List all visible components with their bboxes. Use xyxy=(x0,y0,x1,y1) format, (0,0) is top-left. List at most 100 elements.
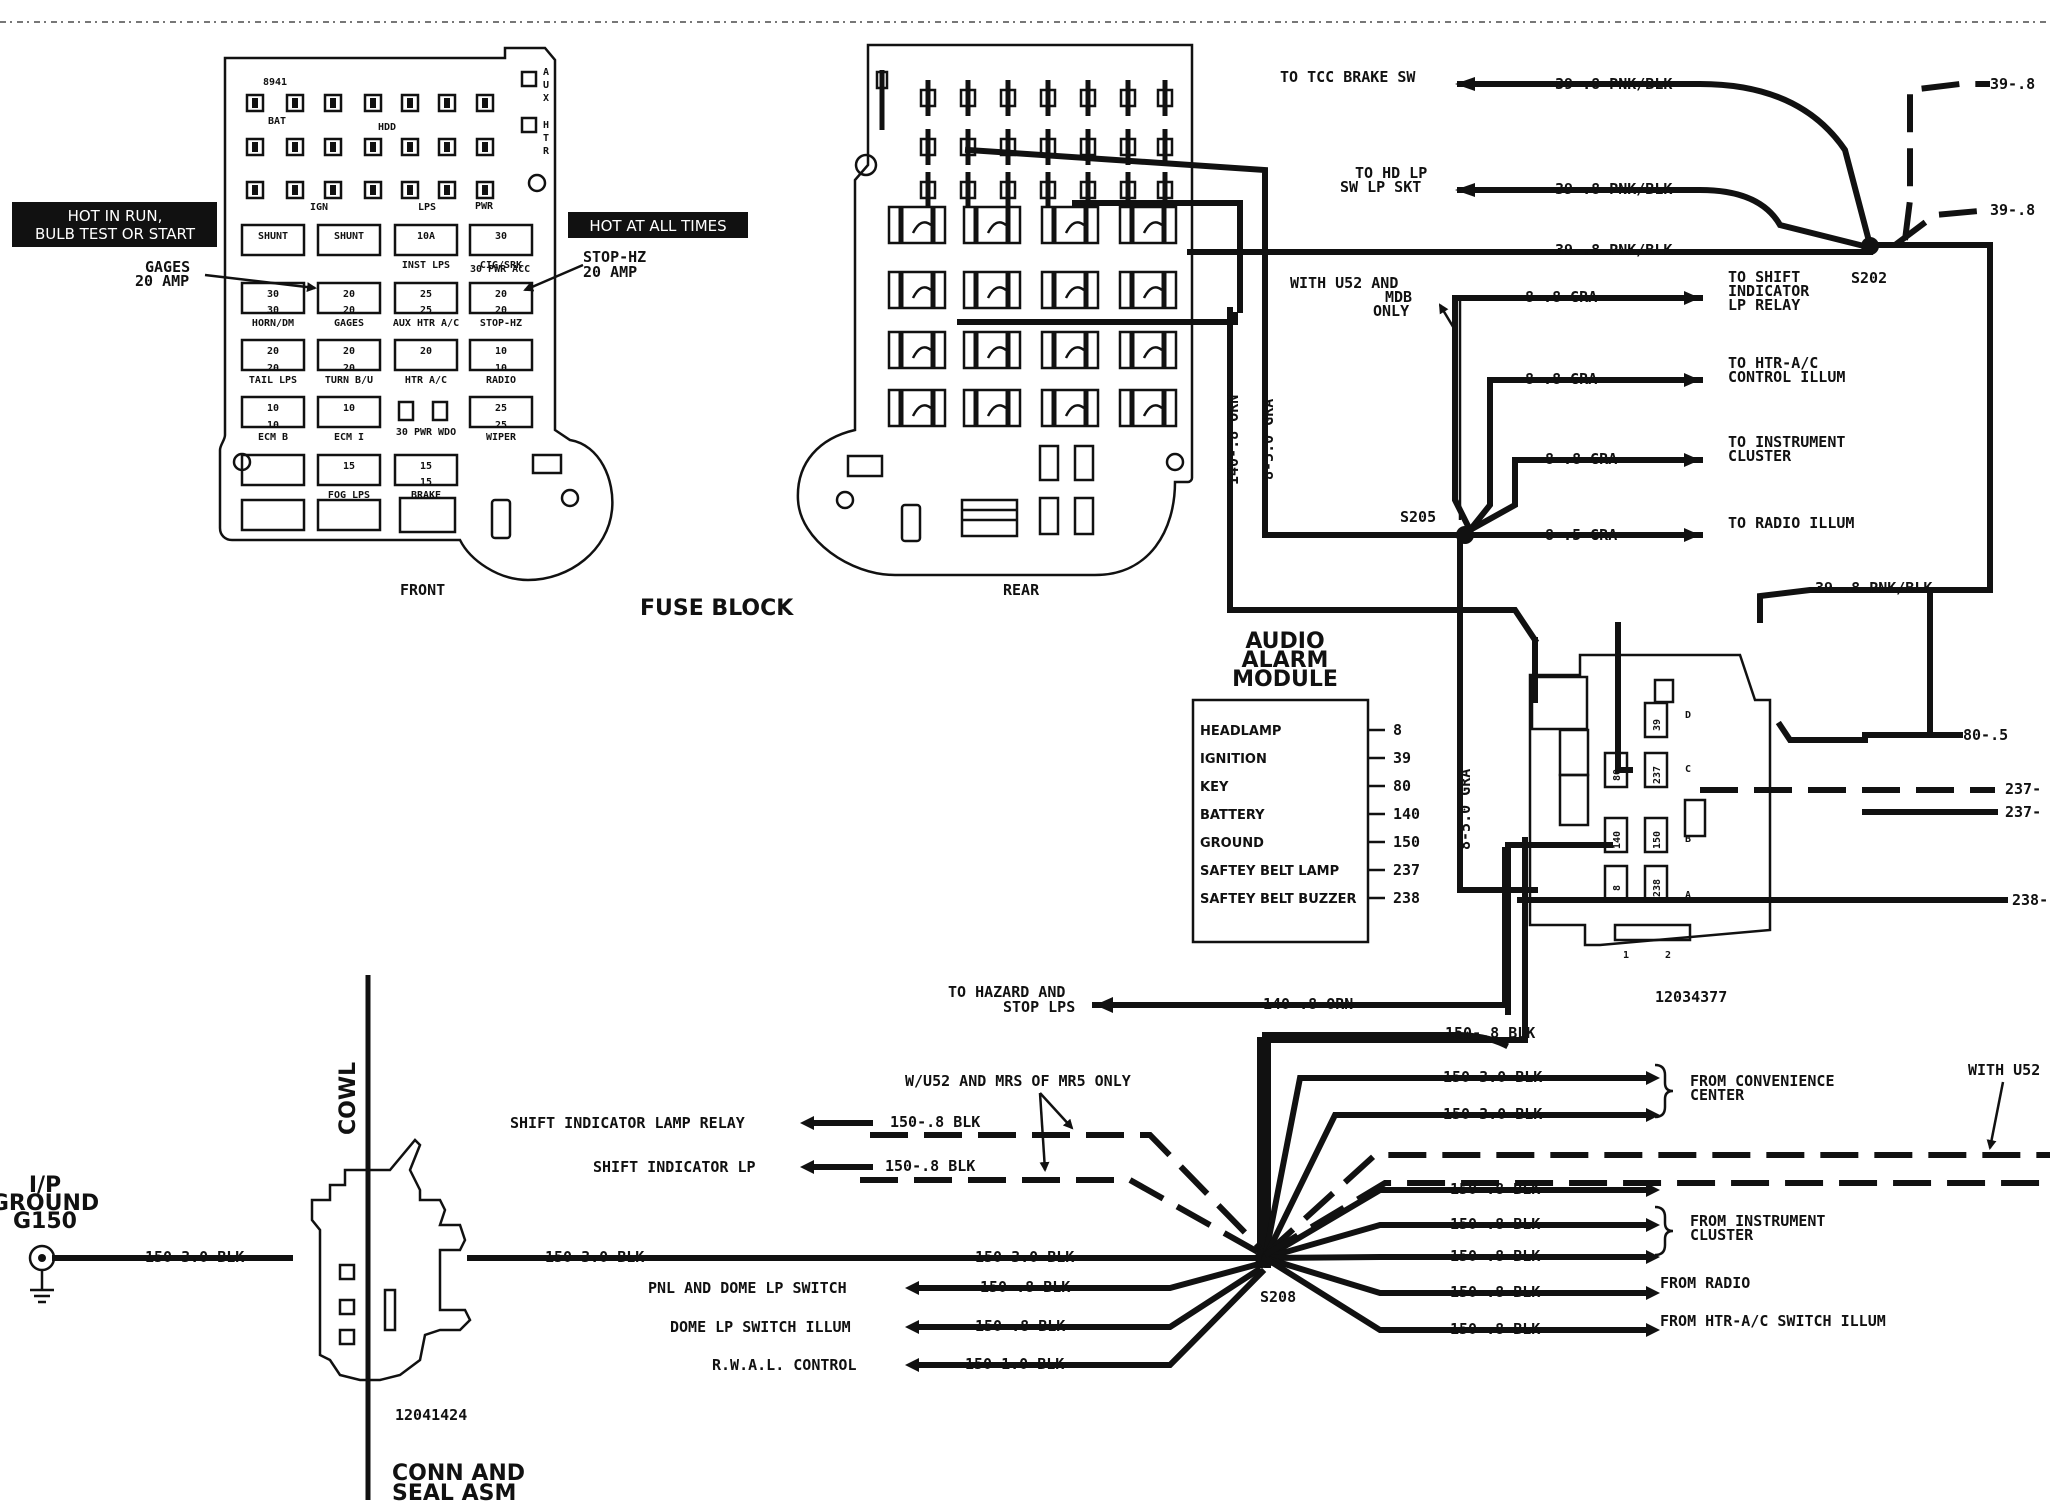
tcc-wire-label: 39-.8 PNK/BLK xyxy=(1555,75,1672,93)
side-label: X xyxy=(543,93,549,104)
ground-right-wire xyxy=(1260,1253,1648,1333)
terminal-pin xyxy=(292,185,298,195)
rear-cavity-link xyxy=(986,221,1007,234)
alarm-pin-name: SAFTEY BELT LAMP xyxy=(1200,864,1339,879)
terminal-square xyxy=(437,137,457,157)
alarm-pin-name: GROUND xyxy=(1200,836,1264,851)
fuse-side-labels: A U X H T R xyxy=(543,67,550,157)
rear-fuse-cavity xyxy=(962,388,1022,428)
hot-in-run-line1: HOT IN RUN, xyxy=(68,207,163,225)
ground-source-arrow xyxy=(905,1358,919,1372)
alarm-pin-name: SAFTEY BELT BUZZER xyxy=(1200,892,1357,907)
fuse-sublabel: 30 PWR ACC xyxy=(470,264,530,275)
rear-cavity-link xyxy=(1064,346,1085,359)
gages-callout-line1: GAGES xyxy=(145,258,190,276)
ground-title-1: I/P xyxy=(29,1173,61,1198)
gra-wire-2: 8-.8 GRA xyxy=(1525,370,1597,388)
with-u52-line1: WITH U52 AND xyxy=(1290,274,1398,292)
ground-right-arrow xyxy=(1646,1183,1660,1197)
fuse-name: WIPER xyxy=(486,432,517,443)
fuse-name: GAGES xyxy=(334,318,364,329)
ground-source-label: PNL AND DOME LP SWITCH xyxy=(648,1279,847,1297)
gra-wire-3: 8-.8 GRA xyxy=(1545,450,1617,468)
terminal-square xyxy=(475,137,495,157)
relay-pad xyxy=(431,400,449,422)
terminal-pin xyxy=(330,142,336,152)
connector-cavity-label: 39 xyxy=(1652,719,1663,731)
ground-right-arrow xyxy=(1646,1323,1660,1337)
fuse-name: FOG LPS xyxy=(328,490,370,501)
hazard-wire-label: 140-.8 ORN xyxy=(1263,995,1353,1013)
ground-source-wire-label: 150-.8 BLK xyxy=(885,1157,975,1175)
fuse-top-label: HDD xyxy=(378,122,396,133)
with-u52-line2: MDB xyxy=(1385,288,1412,306)
alarm-title-1: AUDIO xyxy=(1245,629,1324,654)
fuse-value: 25 xyxy=(495,403,507,414)
fuse-slot xyxy=(393,338,459,372)
ground-title-3: G150 xyxy=(13,1209,77,1234)
fuse-slot xyxy=(393,453,459,487)
splice-s202 xyxy=(1861,237,1879,255)
connector-cavity-label: 237 xyxy=(1652,766,1663,784)
alarm-pin-number: 237 xyxy=(1393,861,1420,879)
main-39-wire-label: 39-.8 PNK/BLK xyxy=(1555,241,1672,259)
hot-in-run-badge xyxy=(12,202,217,247)
ground-source-arrow xyxy=(905,1281,919,1295)
alarm-pin-number: 238 xyxy=(1393,889,1420,907)
terminal-pin xyxy=(407,98,413,108)
ground-right-arrow xyxy=(1646,1071,1660,1085)
terminal-square xyxy=(323,180,343,200)
blk80-label: 80-.5 xyxy=(1963,726,2008,744)
ground-symbol-icon xyxy=(28,1244,56,1304)
alarm-pin-number: 140 xyxy=(1393,805,1420,823)
rear-fuse-cavity xyxy=(1118,330,1178,370)
fuse-slot xyxy=(316,453,382,487)
ground-source-arrow xyxy=(800,1116,814,1130)
fuse-sublabel: 10 xyxy=(267,420,279,431)
fuse-name: ECM B xyxy=(258,432,288,443)
terminal-square xyxy=(323,137,343,157)
dest-shift-1: TO SHIFT xyxy=(1728,268,1800,286)
gra-vertical-label: 8-5.0 GRA xyxy=(1259,399,1277,480)
alarm-pin-name: HEADLAMP xyxy=(1200,724,1281,739)
terminal-square xyxy=(363,93,383,113)
terminal-square xyxy=(323,93,343,113)
gages-callout-line2: 20 AMP xyxy=(135,272,189,290)
fuse-slot xyxy=(240,338,306,372)
ground-right-wire xyxy=(1260,1112,1648,1263)
fuse-name: TURN B/U xyxy=(325,375,373,386)
rear-cavity-link xyxy=(986,404,1007,417)
terminal-square xyxy=(400,93,420,113)
fuse-slot xyxy=(240,453,306,487)
w237a-label: 237- xyxy=(2005,780,2041,798)
ground-source-wire xyxy=(916,1267,1267,1368)
terminal-square xyxy=(245,93,265,113)
splice-s202-label: S202 xyxy=(1851,269,1887,287)
fuse-value: 20 xyxy=(343,346,355,357)
fuse-name: ECM I xyxy=(334,432,364,443)
dest-cluster-1: TO INSTRUMENT xyxy=(1728,433,1845,451)
terminal-square xyxy=(245,180,265,200)
rear-fuse-cavity xyxy=(1040,270,1100,310)
front-label: FRONT xyxy=(400,581,445,599)
terminal-pin xyxy=(482,185,488,195)
alarm-title-3: MODULE xyxy=(1232,667,1338,692)
connector-letter: B xyxy=(1685,834,1691,845)
fuse-top-label: BAT xyxy=(268,116,286,127)
gra-vertical-label-2: 8-5.0 GRA xyxy=(1456,769,1474,850)
ground-right-wire-label: 150-3.0 BLK xyxy=(1443,1105,1542,1123)
fuse-slot xyxy=(240,223,306,257)
fuse-slot xyxy=(468,395,534,429)
rear-fuse-cavity xyxy=(1040,388,1100,428)
right-39-top: 39-.8 xyxy=(1990,75,2035,93)
fuse-slot xyxy=(393,281,459,315)
seal-connector-icon xyxy=(310,1138,472,1382)
connector-cavity-label: 8 xyxy=(1612,885,1623,891)
hot-in-run-line2: BULB TEST OR START xyxy=(35,225,196,243)
terminal-square xyxy=(520,70,538,88)
terminal-pin xyxy=(482,98,488,108)
fuse-sublabel: 30 xyxy=(267,305,279,316)
from-convenience-1: FROM CONVENIENCE xyxy=(1690,1072,1835,1090)
